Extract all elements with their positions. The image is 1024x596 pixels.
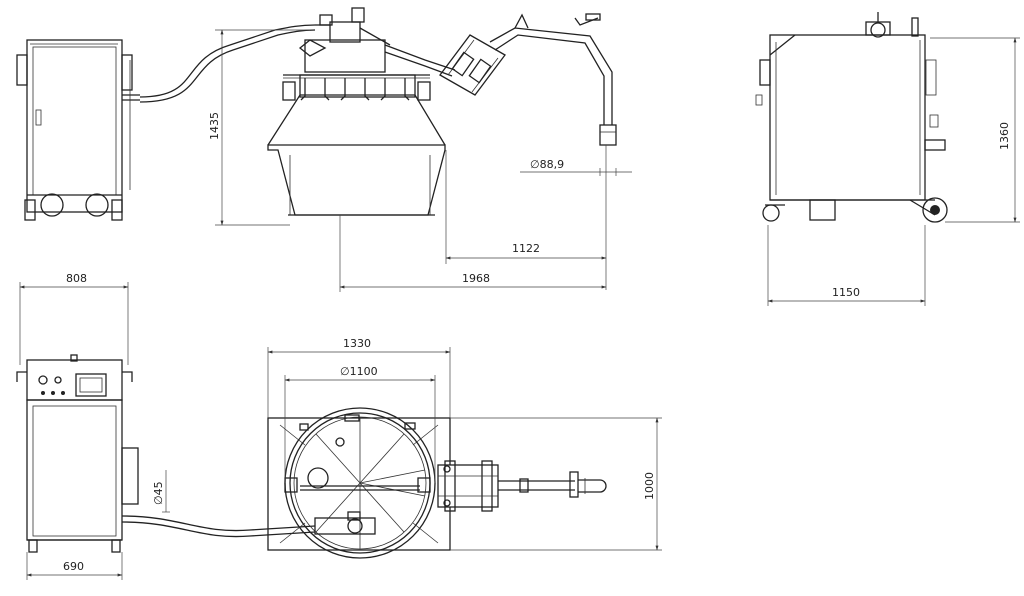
- plan-view: [267, 407, 451, 559]
- dimension-dia-1100: ∅1100: [284, 365, 436, 483]
- dimension-dia-88-9: ∅88,9: [520, 158, 632, 176]
- dim-label-dia-1100: ∅1100: [340, 365, 378, 378]
- dim-label-dia-88-9: ∅88,9: [530, 158, 564, 171]
- dimension-1122: 1122: [445, 145, 607, 290]
- dimension-1360: 1360: [930, 37, 1020, 223]
- lance-plan-view: [437, 460, 607, 512]
- dim-label-1330: 1330: [343, 337, 371, 350]
- dim-label-1360: 1360: [998, 122, 1011, 150]
- hose-bottom: [121, 515, 316, 532]
- dim-label-dia-45: ∅45: [152, 481, 165, 505]
- dimension-1000: 1000: [450, 417, 662, 551]
- hose-top: [139, 24, 316, 98]
- dimension-1968: 1968: [339, 215, 607, 292]
- dim-label-1122: 1122: [512, 242, 540, 255]
- dimension-1150: 1150: [767, 225, 926, 306]
- dimension-1435: 1435: [208, 29, 310, 226]
- dim-label-808: 808: [66, 272, 87, 285]
- dimension-dia-45: ∅45: [152, 470, 170, 513]
- unit-side-view: [755, 12, 948, 223]
- lance-front-view: [439, 13, 617, 146]
- dim-label-1435: 1435: [208, 112, 221, 140]
- dim-label-1968: 1968: [462, 272, 490, 285]
- lifter-front-view: [267, 7, 456, 216]
- dim-label-690: 690: [63, 560, 84, 573]
- dimension-1330: 1330: [267, 337, 451, 418]
- cabinet-front-view: [16, 354, 139, 553]
- cabinet-side-view: [16, 39, 140, 221]
- dimension-690: 690: [26, 552, 123, 580]
- dim-label-1150: 1150: [832, 286, 860, 299]
- dim-label-1000: 1000: [643, 472, 656, 500]
- dimension-808: 808: [19, 272, 129, 365]
